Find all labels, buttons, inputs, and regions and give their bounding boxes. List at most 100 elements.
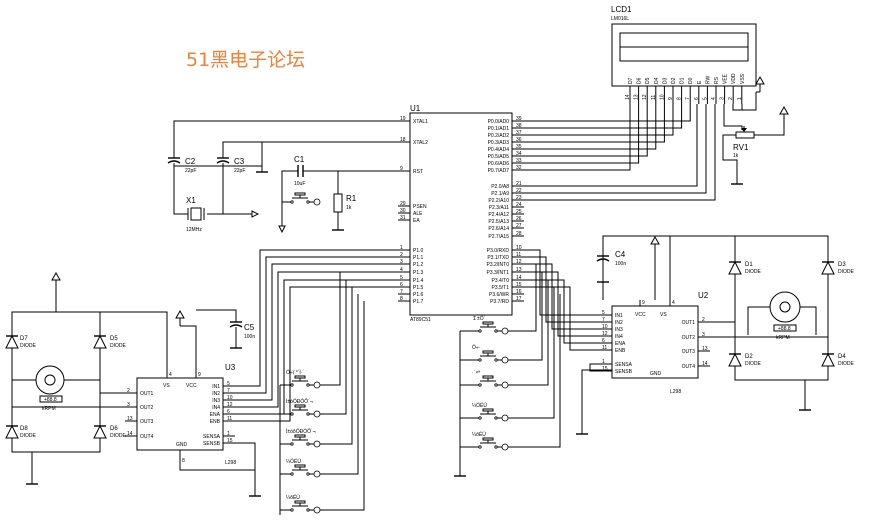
driver-pin-name: IN4 [615,334,623,340]
diode-ref: D5 [110,336,118,342]
rv1-ref: RV1 [733,143,749,152]
lcd-pin-name: RS [714,76,720,84]
lcd-pin-num: 8 [677,97,683,100]
c5-val: 100n [244,334,255,340]
lcd-pin-name: D7 [628,77,634,84]
diode-part: DIODE [110,433,127,439]
u1-pin-num: 34 [516,151,522,157]
driver-pin-name: OUT4 [682,364,696,370]
lcd-pin-name: D0 [688,77,694,84]
u1-pin-num: 14 [516,275,522,281]
u1-pin-num: 31 [400,215,406,221]
u1-pin-name: P3.5/T1 [491,285,509,291]
driver-pin-num: 5 [602,310,605,316]
u1-pin-name: RST [413,169,423,175]
u1-pin-name: P0.0/AD0 [488,119,510,125]
driver-pin-num: 7 [602,317,605,323]
u1-pin-num: 18 [400,137,406,143]
u1-pin-name: P1.3 [413,270,424,276]
lcd-pin-num: 6 [694,97,700,100]
oscillator: C2 22pF C3 22pF X1 12MHz [167,120,410,233]
x1-val: 12MHz [186,227,202,233]
driver-pin-name: SENSA [615,362,633,368]
u1-pin-name: P2.7/A15 [488,234,509,240]
u2-part: L298 [670,389,681,395]
button-label: ·´×ª [472,370,480,376]
diode-ref: D6 [110,426,118,432]
u1-pin-num: 19 [400,116,406,122]
driver-pin-num: 14 [127,431,133,437]
diode-ref: D3 [838,262,846,268]
u1-pin-name: P0.4/AD4 [488,147,510,153]
driver-pin-name: IN2 [615,320,623,326]
u1-pin-name: P1.1 [413,255,424,261]
driver-pin-num: 4 [169,372,172,378]
driver-pin-name: IN3 [615,327,623,333]
rv1-val: 1k [733,153,739,159]
u1-pin-num: 23 [516,195,522,201]
lcd-data-bus [524,104,691,171]
u1-pin-name: P2.1/A9 [491,191,509,197]
driver-pin-name: SENSB [203,441,221,447]
driver-pin-name: IN1 [615,313,623,319]
lcd-pin-num: 4 [711,97,717,100]
u1-pin-name: P0.2/AD2 [488,133,510,139]
u1-pin-num: 15 [516,282,522,288]
u1-pin-name: P2.2/A10 [488,198,509,204]
u1-pin-num: 3 [400,259,403,265]
diode-ref: D7 [20,336,28,342]
lcd-pin-num: 10 [659,94,665,100]
u1-pin-name: P3.6/WR [489,292,509,298]
c3-ref: C3 [234,157,245,166]
u1-pin-num: 24 [516,202,522,208]
c3-val: 22pF [234,168,245,174]
driver-pin-num: 12 [602,331,608,337]
u1-pin-num: 25 [516,209,522,215]
u1-pin-name: P2.5/A13 [488,219,509,225]
motor-right-unit: kRPM [776,335,790,341]
c1-ref: C1 [294,155,305,164]
driver-pin-num: 13 [702,346,708,352]
diode-part: DIODE [745,269,762,275]
u1-pin-num: 6 [400,282,403,288]
u1-pin-num: 36 [516,137,522,143]
u1-pin-num: 13 [516,267,522,273]
u1-pin-name: ALE [413,211,423,217]
driver-pin-name: ENA [210,412,221,418]
lcd-pin-num: 3 [720,97,726,100]
u1-pin-name: P2.3/A11 [489,205,509,211]
diode-part: DIODE [838,361,855,367]
u1-pin-name: P1.5 [413,285,424,291]
diode-ref: D4 [838,354,846,360]
lcd-ref: LCD1 [611,5,632,14]
lcd-pin-name: E [697,80,703,84]
button-label: Ì±óôÖÐÓÔ´¬ [286,428,316,435]
u1-pin-num: 5 [400,275,403,281]
forum-title: 51黑电子论坛 [186,49,305,71]
u1-pin-num: 22 [516,188,522,194]
button-label: ¼õËÙ [286,494,300,501]
u1-pin-num: 39 [516,116,522,122]
u1-pin-name: PSEN [413,204,427,210]
driver-pin-num: 10 [227,395,233,401]
motor-left-unit: kRPM [42,406,56,412]
driver-pin-num: 9 [642,300,645,306]
u1-part: AT89C51 [410,317,431,323]
diode-part: DIODE [20,433,37,439]
lcd-pin-num: 1 [737,97,743,100]
button-label: ¼ÓËÙ [472,402,487,409]
u2-vcc: VCC [635,312,646,318]
diode-part: DIODE [110,343,127,349]
u1-pin-num: 9 [400,166,403,172]
u1-pin-num: 26 [516,216,522,222]
u1-pin-num: 37 [516,130,522,136]
c1-val: 10uF [294,181,305,187]
u3-gnd: GND [176,442,188,448]
u1-pin-num: 35 [516,144,522,150]
lcd-pin-num: 2 [728,97,734,100]
driver-pin-num: 11 [602,345,607,351]
